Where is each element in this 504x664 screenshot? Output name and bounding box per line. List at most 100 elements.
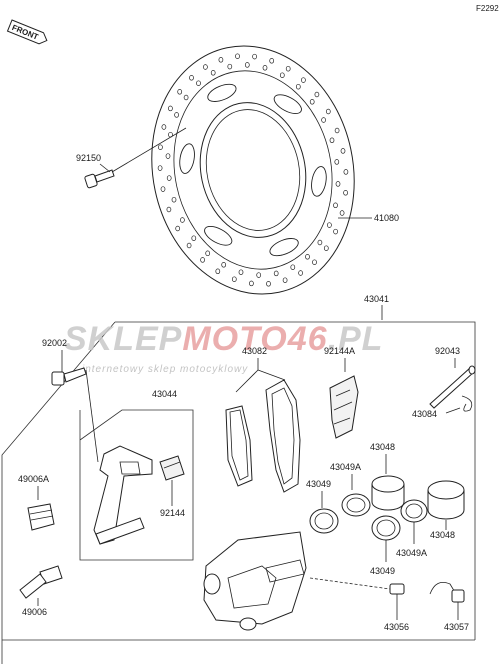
label-43049-top: 43049 [306,479,331,489]
disc-bolt-92150 [84,127,187,189]
disc-hole [339,210,345,216]
disc-hole [340,148,346,154]
disc-hole [160,186,166,192]
piston-43048-top [371,475,405,511]
disc-hole [249,280,254,287]
disc-hole [171,196,177,203]
caliper-bolt-92002 [51,367,99,463]
disc-hole [335,181,341,187]
disc-hole [262,65,268,71]
label-43041: 43041 [364,294,389,304]
label-92002: 92002 [42,338,67,348]
brake-pad-right [265,379,301,493]
disc-hole [312,259,317,265]
disc-hole [334,127,340,134]
disc-hole [165,153,171,159]
disc-hole [298,270,303,276]
brake-disc-41080 [151,45,355,295]
disc-hole [309,99,315,105]
disc-hole [273,270,279,277]
disc-hole [269,58,275,64]
label-43044: 43044 [152,389,177,399]
disc-hole [200,257,205,263]
disc-hole [158,144,163,150]
label-43082: 43082 [242,346,267,356]
seal-43049A-top [341,493,371,517]
watermark-brand-2: MOTO [182,320,287,358]
disc-hole [196,80,201,86]
disc-hole [183,94,189,101]
disc-carrier-slots [179,83,327,257]
disc-hole [295,83,301,90]
watermark-tagline: internetowy sklep motocyklowy [82,364,248,375]
disc-hole [231,276,237,282]
seal-43049-bottom [371,515,401,541]
disc-hole [256,272,262,278]
disc-hole [333,202,338,209]
disc-hole [175,225,181,232]
seal-43049-top [309,508,339,534]
disc-hole [325,108,331,115]
disc-hole [218,57,224,63]
disc-hole [327,222,332,228]
disc-hole [282,277,288,283]
disc-hole [343,190,348,196]
disc-hole [301,77,306,83]
label-43057: 43057 [444,622,469,632]
watermark-brand-1: SKLEP [64,320,182,358]
disc-hole [321,117,326,123]
disc-hole [252,53,257,60]
disc-hole [285,65,291,72]
disc-carrier-slot [273,94,302,115]
pad-spring-92144A [329,375,359,439]
disc-carrier-slot [311,166,327,197]
disc-hole [333,228,338,235]
disc-hole [305,254,310,260]
disc-hole [329,137,335,144]
sleeve-49006 [19,565,63,599]
disc-hole [314,91,320,98]
disc-hole [205,250,211,257]
watermark-brand-3: 46 [287,320,328,358]
caliper-body [203,531,307,631]
disc-hole [215,268,221,275]
watermark: SKLEPMOTO46.PL internetowy sklep motocyk… [64,320,383,375]
disc-carrier-slot [179,143,195,174]
disc-hole [166,175,172,181]
label-49006A: 49006A [18,474,49,484]
piston-43048-right [427,480,465,520]
disc-hole [244,62,250,68]
disc-hole [266,281,271,287]
seal-43049A-bottom [400,499,428,523]
label-49006: 49006 [22,607,47,617]
label-43048-top: 43048 [370,442,395,452]
label-43049A-top: 43049A [330,462,361,472]
disc-hole [343,169,349,175]
disc-carrier-slot [269,238,299,257]
front-direction-tag: FRONT [6,19,48,45]
label-41080: 41080 [374,213,399,223]
label-43056: 43056 [384,622,409,632]
bleeder-cap-43057 [429,581,465,603]
figure-code: F2292 [476,4,499,13]
disc-hole [323,245,329,251]
disc-hole [203,64,208,70]
disc-hole [235,53,240,59]
disc-hole [177,89,183,95]
disc-hole [227,63,233,70]
label-43049A-bottom: 43049A [396,548,427,558]
label-92144: 92144 [160,508,185,518]
disc-hole [161,124,167,130]
disc-hole [210,70,216,76]
label-43084: 43084 [412,409,437,419]
disc-vent-holes [157,53,349,287]
disc-hole [189,75,194,81]
disc-hole [238,269,244,275]
disc-hole [157,165,163,171]
disc-hole [221,262,227,268]
label-43048-bottom: 43048 [430,530,455,540]
svg-text:SKLEPMOTO46.PL: SKLEPMOTO46.PL [64,320,383,358]
caliper-bracket [93,445,153,545]
brake-pad-left [225,405,253,487]
